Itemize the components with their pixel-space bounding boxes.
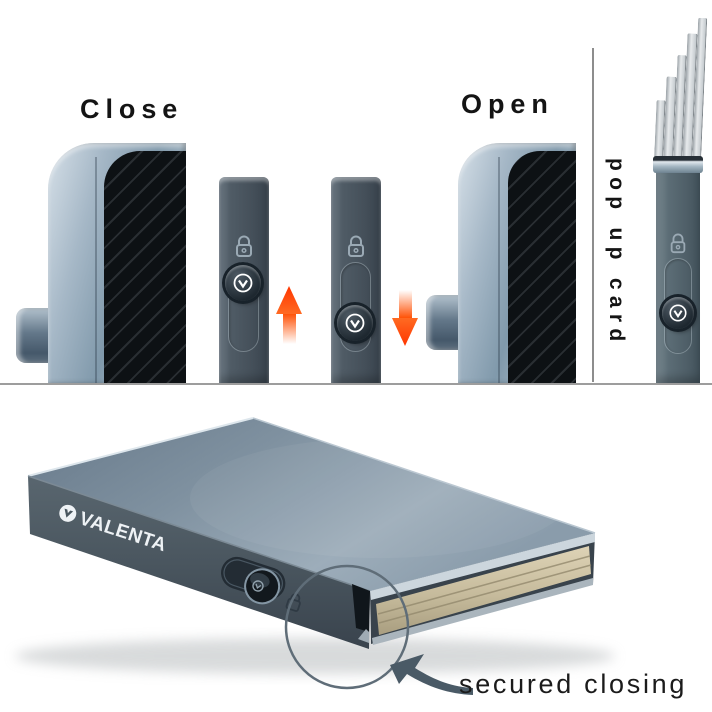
cardholder-open-corner xyxy=(426,143,576,383)
pop-up-card-label: pop up card xyxy=(605,158,628,348)
valenta-logo-button xyxy=(662,297,694,329)
cardholder-closed-corner xyxy=(16,143,186,383)
product-photo: VALENTA xyxy=(15,417,615,695)
valenta-brand-icon xyxy=(345,313,365,333)
slide-up-arrow-icon xyxy=(276,286,302,344)
valenta-logo-button xyxy=(225,265,261,301)
card-stack xyxy=(376,546,591,635)
valenta-brand-icon xyxy=(233,273,253,293)
section-divider-vertical xyxy=(592,48,594,382)
annotation-circle xyxy=(284,564,410,690)
slider-track xyxy=(340,262,371,352)
padlock-icon xyxy=(670,233,686,254)
ground-line xyxy=(0,383,712,385)
slider-track xyxy=(228,262,259,352)
edge-view-popup xyxy=(653,17,708,383)
holder-body xyxy=(656,172,700,383)
valenta-brand-icon xyxy=(669,304,687,322)
slide-down-arrow-icon xyxy=(392,290,418,346)
front-edge: VALENTA xyxy=(27,475,371,649)
close-label: Close xyxy=(80,94,184,124)
edge-view-open xyxy=(331,177,381,383)
valenta-logo-button xyxy=(337,305,373,341)
annotation-arrow-icon xyxy=(390,654,473,695)
padlock-icon xyxy=(348,235,364,257)
closing-hook-corner xyxy=(352,584,370,643)
edge-view-closed xyxy=(219,177,269,383)
open-label: Open xyxy=(461,89,554,119)
top-surface xyxy=(27,417,596,591)
popped-cards xyxy=(654,10,708,163)
carbon-panel xyxy=(104,151,186,383)
slider-knob xyxy=(221,556,286,605)
right-edge xyxy=(370,533,595,645)
product-shadow xyxy=(15,638,615,674)
carbon-panel xyxy=(508,151,576,383)
padlock-icon xyxy=(236,235,252,257)
secured-closing-label: secured closing xyxy=(459,669,688,699)
holder-top-cap xyxy=(653,156,703,173)
